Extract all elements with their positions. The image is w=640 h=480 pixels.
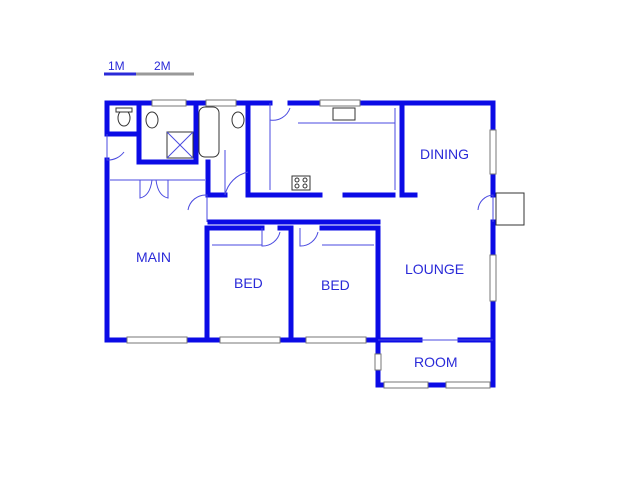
interior-lines	[110, 108, 493, 341]
window-kitchen	[319, 99, 361, 107]
room-label-dining: DINING	[420, 146, 469, 162]
doors	[106, 103, 525, 247]
room-label-room: ROOM	[414, 354, 458, 370]
room-labels: DINING MAIN BED BED LOUNGE ROOM	[136, 146, 469, 370]
sink-icon	[332, 107, 356, 121]
porch-step	[495, 192, 525, 226]
stove-icon	[291, 175, 311, 191]
fixtures	[115, 106, 356, 191]
window-bed-1	[219, 336, 281, 344]
window-dining	[489, 129, 497, 175]
window-room-side	[374, 353, 382, 371]
window-bed-2	[305, 336, 367, 344]
window-main	[126, 336, 188, 344]
room-label-lounge: LOUNGE	[405, 261, 464, 277]
toilet-icon	[231, 111, 245, 129]
scale-label-2m: 2M	[154, 59, 171, 73]
window-room-1	[383, 381, 429, 389]
window-lounge	[489, 254, 497, 302]
window-wc	[205, 99, 237, 107]
scale-bar: 1M 2M	[104, 59, 194, 76]
windows	[126, 99, 497, 389]
window-room-2	[445, 381, 491, 389]
room-label-main: MAIN	[136, 249, 171, 265]
scale-label-1m: 1M	[108, 59, 125, 73]
room-label-bed-2: BED	[321, 277, 350, 293]
bathtub-icon	[198, 106, 220, 158]
room-label-bed-1: BED	[234, 275, 263, 291]
basin-icon	[145, 111, 159, 129]
window-bath	[151, 99, 187, 107]
